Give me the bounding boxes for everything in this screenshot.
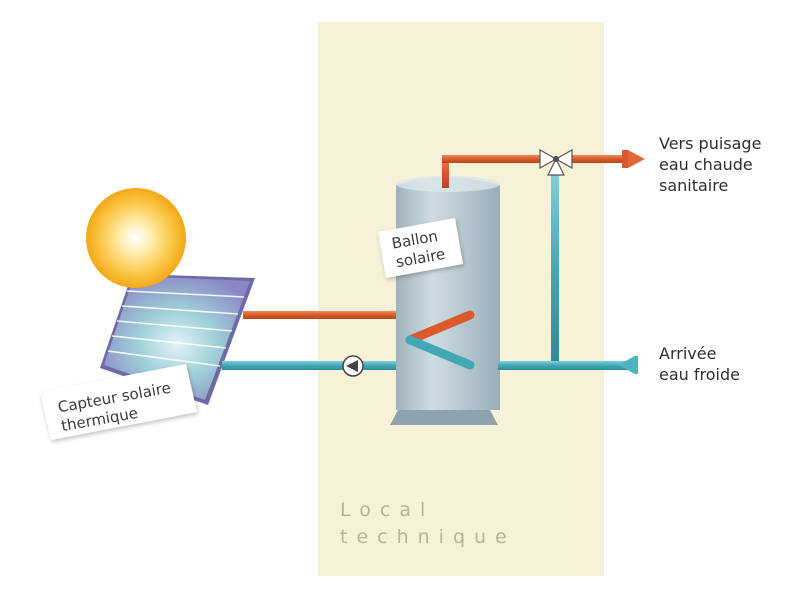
heat-exchanger-coil (405, 310, 475, 370)
sun-icon (86, 188, 186, 288)
hot-water-label-line1: Vers puisage (659, 134, 761, 153)
cold-water-label-line2: eau froide (659, 365, 740, 384)
cold-water-label-line1: Arrivée (659, 344, 716, 363)
cold-water-inlet-pipe (498, 356, 638, 374)
hot-water-label-line3: sanitaire (659, 176, 728, 195)
collector-label-note (40, 364, 197, 440)
hot-water-outlet-pipe (442, 150, 645, 188)
tank-label-note (378, 218, 463, 278)
cold-water-bypass-pipe (551, 172, 559, 362)
solar-tank (390, 176, 500, 425)
pump-icon (342, 355, 364, 377)
hot-water-label-line2: eau chaude (659, 155, 753, 174)
technical-room-label-line2: technique (340, 526, 516, 548)
mixing-valve-icon (539, 148, 573, 176)
solar-panel (100, 274, 255, 405)
technical-room-label-line1: Local (340, 499, 434, 521)
collector-hot-pipe (243, 311, 473, 319)
